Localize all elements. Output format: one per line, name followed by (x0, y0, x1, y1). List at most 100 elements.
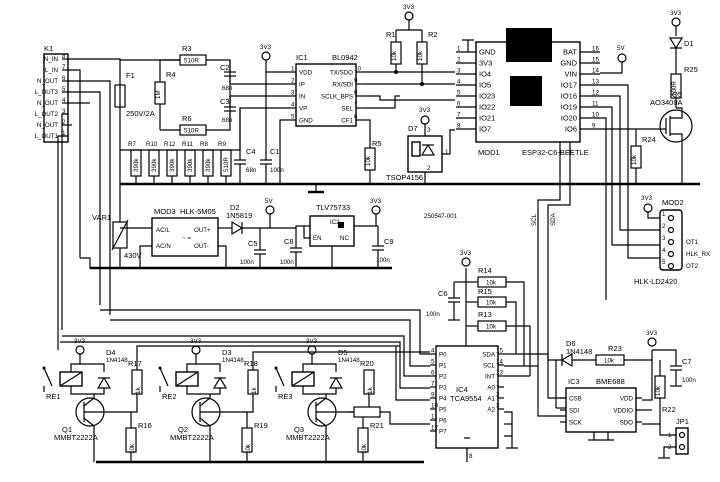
diode-d6: D6 1N4148 (547, 339, 592, 368)
r5-value: 10k (365, 155, 372, 166)
pin-label: IO21 (479, 114, 495, 123)
mod2-pin-number: 5 (662, 259, 666, 266)
f1-ref: F1 (126, 71, 135, 80)
d7-pin2: 2 (427, 165, 431, 172)
divider-resistor-value: 390k (169, 158, 176, 172)
k1-body (43, 53, 69, 143)
d7-part: TSOP4156 (386, 173, 423, 182)
rail-3v3-d1: 3V3 (670, 10, 682, 17)
mod1-ref: MOD1 (478, 148, 500, 157)
pin-label: P1 (439, 363, 447, 370)
mod1-part: ESP32-C6-BEETLE (522, 148, 589, 157)
k1-pin-label: N_OUT (37, 78, 58, 85)
emitter-resistor-ref: R16 (138, 421, 152, 430)
pin-number: 15 (496, 348, 503, 355)
r14-value: 10k (486, 280, 497, 287)
pin-label: A0 (487, 385, 495, 392)
d2-ref: D2 (230, 203, 240, 212)
k1-pin-label: N_OUT (37, 122, 58, 129)
d7-pin1: 1 (445, 149, 449, 156)
mosfet-q5: Q5 AO3400A (640, 90, 693, 184)
resistor-r1: R1 10k (386, 30, 402, 74)
ic4-gnd-pin: 8 (469, 453, 473, 460)
relay-rail: 3V3 (190, 338, 202, 345)
c5-ref: C5 (248, 239, 258, 248)
divider-resistor-value: 390k (187, 158, 194, 172)
k1-pin-number: 5 (62, 86, 66, 93)
pin-number: 2 (457, 57, 461, 64)
capacitor-c6: C6 100n (426, 281, 466, 321)
r3-ref: R3 (182, 44, 192, 53)
pin-number: 9 (354, 78, 358, 85)
rail-3v3-d7: 3V3 (419, 107, 431, 114)
rail-3v3-ic2: 3V3 (370, 198, 382, 205)
pin-number: 10 (592, 112, 599, 119)
pin-label: IO4 (479, 70, 491, 79)
mod2-pin-number: 3 (662, 235, 666, 242)
k1-ref: K1 (44, 44, 53, 53)
pin-label: SCK (569, 420, 583, 427)
resistor-r15: R15 10k (477, 287, 517, 354)
resistor-r14: R14 10k (477, 266, 525, 366)
divider-resistor-value: 510R (223, 157, 230, 172)
pin-label: VIN (564, 70, 577, 79)
pin-label: SDO (620, 420, 634, 427)
pin-number: 6 (457, 101, 461, 108)
bus-scl: SCL (531, 213, 538, 226)
mod3-outn: OUT- (194, 243, 209, 250)
doc-number: 250547-001 (424, 213, 458, 220)
r5-ref: R5 (372, 139, 382, 148)
q5-ref: Q5 (672, 90, 682, 99)
pin-label: 3V3 (479, 59, 492, 68)
pin-number: 6 (354, 114, 358, 121)
transistor-part: MMBT2222A (170, 433, 214, 442)
resistor-r13: R13 10k (477, 310, 531, 376)
rail-5v-mod1: 5V (617, 45, 625, 52)
relay-ref: RE1 (46, 392, 61, 401)
emitter-resistor-value: 10k (245, 443, 252, 454)
capacitor-c2: C2 68n (220, 60, 290, 97)
resistor-r6: R6 510R (160, 96, 231, 136)
pin-number: 2 (291, 78, 295, 85)
d6-part: 1N4148 (566, 347, 592, 356)
d6-ref: D6 (566, 339, 576, 348)
base-resistor-value: 1k (135, 387, 142, 394)
mod2-pin-number: 1 (662, 211, 666, 218)
ic4-ref: IC4 (456, 385, 468, 394)
mod2-pin-label: HLK_RX (686, 251, 710, 258)
pin-label: VDDIO (613, 408, 633, 415)
pin-number: 16 (592, 46, 599, 53)
r13-ref: R13 (478, 310, 492, 319)
pin-number: 13 (592, 79, 599, 86)
c6-ref: C6 (438, 289, 448, 298)
divider-resistor-ref: R12 (164, 141, 176, 148)
r4-ref: R4 (166, 70, 176, 79)
resistor-r23: R23 10k (590, 344, 652, 366)
pin-label: GND (479, 48, 496, 57)
jp1-ref: JP1 (676, 417, 689, 426)
transistor-ref: Q2 (178, 425, 188, 434)
divider-resistor-ref: R8 (200, 141, 208, 148)
r6-ref: R6 (182, 114, 192, 123)
var1-value: 430V (124, 251, 142, 260)
capacitor-c3: C3 68n (220, 96, 236, 124)
transistor-ref: Q1 (62, 425, 72, 434)
ic1-bl0942: IC1 BL0942 1VDD2IP3IN4VP5GND10TX/SDO9RX/… (290, 53, 362, 127)
pin-number: 7 (457, 112, 461, 119)
pin-number: 10 (431, 403, 438, 410)
emitter-resistor-ref: R21 (370, 421, 384, 430)
pin-number: 7 (354, 102, 358, 109)
pin-number: 9 (431, 392, 435, 399)
pin-label: SEL (341, 106, 353, 113)
bus-sda: SDA (550, 212, 557, 226)
pin-label: IO19 (561, 103, 577, 112)
ic4-tca9554: IC4 TCA9554 4P05P16P27P39P410P511P612P71… (430, 345, 504, 462)
ldo-ic2: TLV75733 IC2 EN NC (303, 203, 378, 268)
r4-value: 1M (155, 90, 162, 99)
resistor-r2: R2 10k (416, 30, 438, 86)
pin-number: 3 (457, 68, 461, 75)
q5-part: AO3400A (650, 98, 683, 107)
